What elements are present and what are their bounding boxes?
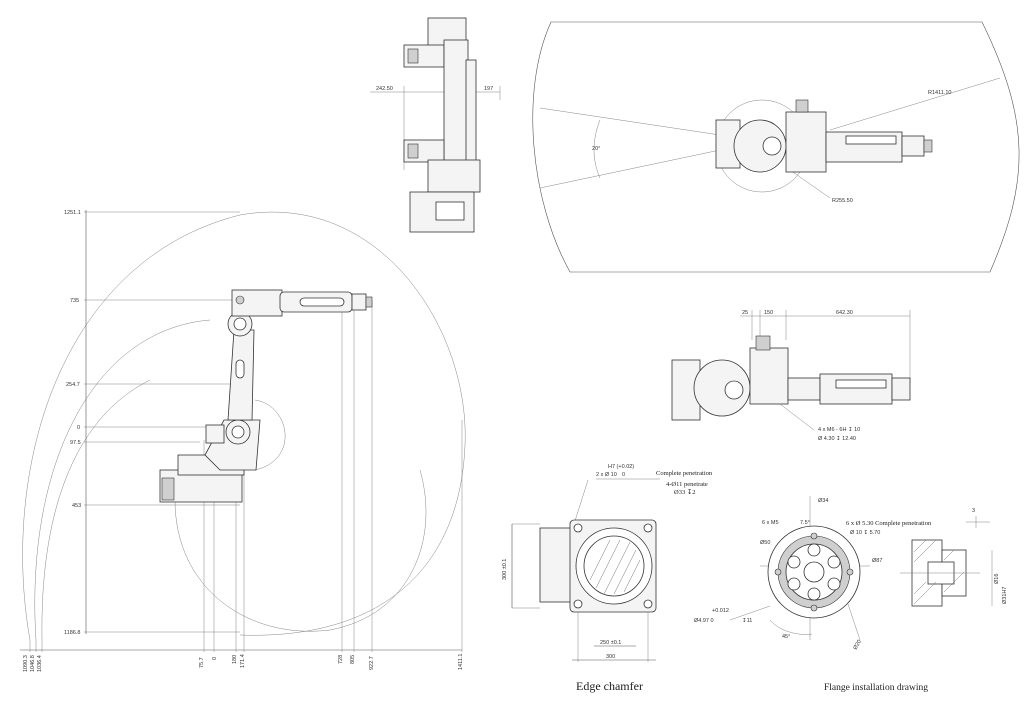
flange-d50: Ø50 (760, 540, 770, 546)
flange-dim-a: Ø16 (994, 574, 1000, 584)
height-label: 453 (72, 503, 81, 509)
hole-spec: Ø 4.30 ↧ 12.40 (818, 435, 856, 442)
rear-dim-right: 197 (484, 86, 493, 92)
outer-radius: R1411.10 (928, 90, 951, 96)
base-spec-note: Complete penetration (656, 470, 713, 477)
bottom-label: 1036.4 (37, 655, 43, 672)
flange-m5: 6 x M5 (762, 520, 779, 526)
base-spec-1: 2 x Ø 10 (596, 472, 617, 478)
fan-envelope (532, 21, 1020, 273)
base-view: H7 (+0.02) 0 2 x Ø 10 Complete penetrati… (502, 464, 713, 693)
base-outer-dim: 300 (606, 654, 615, 660)
rear-dim-left: 242.50 (376, 86, 393, 92)
arm-dim: 150 (764, 310, 773, 316)
bottom-label: 1411.1 (458, 654, 464, 670)
base-width-dim: 250 ±0.1 (600, 640, 621, 646)
height-label: 0 (77, 425, 80, 431)
flange-view: Ø34 6 x M5 7.5° 6 x Ø 5.30 Complete pene… (694, 496, 1008, 693)
hole-spec: 4 x M6 - 6H ↧ 10 (818, 426, 860, 433)
base-caption: Edge chamfer (576, 679, 643, 693)
height-label: 1251.1 (64, 210, 81, 216)
bottom-label: 1046.8 (30, 655, 36, 672)
flange-section: 3 Ø16 Ø31H7 (900, 508, 1008, 607)
bottom-label: 75.7 (199, 657, 205, 668)
base-spec-2: 4-Ø11 penetrate (666, 481, 708, 488)
flange-caption: Flange installation drawing (824, 683, 928, 693)
height-label: 97.5 (70, 440, 81, 446)
flange-pin-tol: +0.012 (712, 608, 729, 614)
base-left-dim: 300 ±0.1 (502, 559, 508, 580)
rear-view: 242.50 197 (370, 17, 501, 233)
flange-d34: Ø34 (818, 498, 828, 504)
flange-angle-small: 7.5° (800, 520, 810, 526)
robot-top-body (715, 99, 933, 173)
flange-angle-45: 45° (782, 634, 790, 640)
arm-view: 25 150 642.30 4 x M6 - 6H ↧ 10 Ø 4.30 ↧ … (671, 310, 911, 442)
bottom-label: 922.7 (369, 656, 375, 670)
flange-spec: 6 x Ø 5.30 Complete penetration (846, 520, 932, 527)
bottom-label: 171.4 (240, 654, 246, 668)
reach-outer-arc (22, 211, 466, 641)
inner-radius: R255.50 (832, 198, 853, 204)
base-tol2: 0 (622, 472, 625, 478)
side-view-workspace: 1251.1 735 254.7 0 97.5 453 1186.8 1090.… (20, 210, 466, 672)
bottom-label: 728 (338, 655, 344, 664)
reach-lower-arc (174, 469, 427, 632)
flange-spec-b: Ø 10 ↧ 5.70 (850, 529, 880, 536)
fan-angle: 20° (592, 146, 600, 152)
robot-side-body (159, 289, 373, 503)
joint-arc (254, 399, 286, 471)
flange-d87: Ø87 (872, 558, 882, 564)
base-tol: H7 (+0.02) (608, 464, 634, 470)
bottom-label: 180 (232, 655, 238, 664)
arm-dim: 642.30 (836, 310, 853, 316)
bottom-label: 1090.3 (23, 655, 29, 672)
height-label: 735 (70, 298, 79, 304)
reach-inner-arc-2 (41, 379, 151, 641)
flange-dim-b: Ø31H7 (1002, 587, 1008, 604)
base-hatch (589, 539, 641, 595)
reach-inner-arc (34, 319, 211, 641)
height-label: 1186.8 (64, 630, 80, 636)
flange-pin-depth: ↧11 (742, 617, 752, 624)
flange-d20: Ø20 (853, 639, 863, 651)
height-label: 254.7 (66, 382, 80, 388)
base-spec-2b: Ø33 ↧2 (674, 488, 696, 496)
top-view-fan: 20° R1411.10 R255.50 (532, 21, 1020, 273)
flange-pin: Ø4.97 0 (694, 618, 714, 624)
flange-dim3: 3 (972, 508, 975, 514)
bottom-label: 805 (350, 655, 356, 664)
arm-dim: 25 (742, 310, 748, 316)
bottom-label: 0 (212, 657, 218, 660)
